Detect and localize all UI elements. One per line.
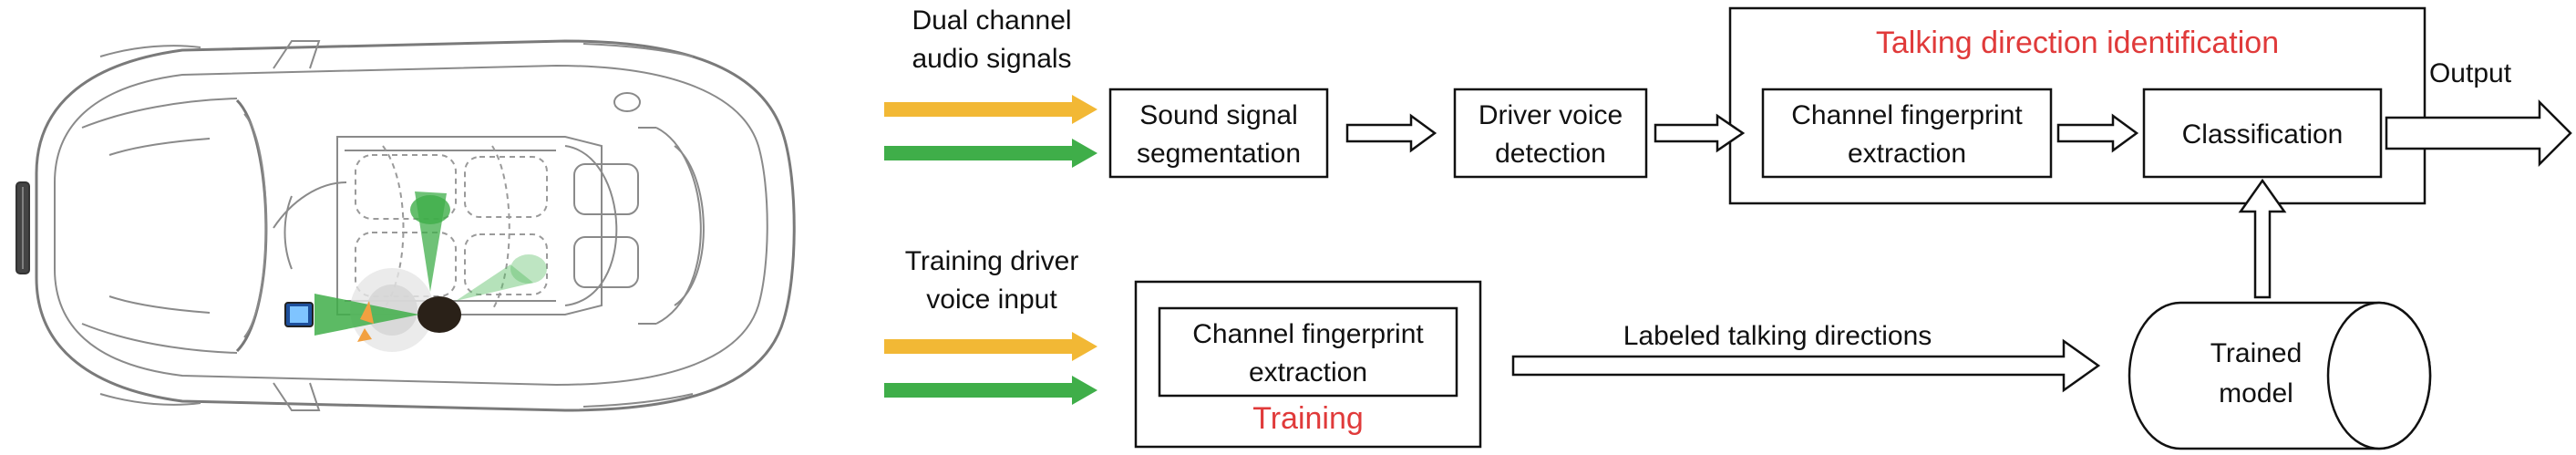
training-fingerprint-box <box>1158 306 1458 398</box>
labeled-directions-label: Labeled talking directions <box>1623 321 1932 351</box>
arrow-output <box>2385 98 2572 168</box>
trained-model-cylinder <box>2128 301 2432 450</box>
model-label-line1: Trained <box>2210 338 2303 368</box>
talking-direction-title: Talking direction identification <box>1876 26 2279 60</box>
fingerprint-label-line2: extraction <box>1848 139 1966 169</box>
training-input-label-line1: Training driver <box>905 246 1079 276</box>
arrow-detection-to-fingerprint <box>1654 113 1746 153</box>
channel-fingerprint-box <box>1761 88 2053 179</box>
arrow-fingerprint-to-classification <box>2056 113 2139 153</box>
arrow-labeled-directions <box>1511 338 2101 393</box>
smartphone-icon <box>284 302 314 327</box>
dual-channel-input-arrows <box>884 95 1097 168</box>
car-illustration <box>15 39 796 412</box>
arrow-segmentation-to-detection <box>1345 113 1437 153</box>
dual-channel-label-line1: Dual channel <box>912 5 1071 36</box>
classification-label: Classification <box>2182 119 2344 150</box>
training-input-arrows <box>884 332 1097 405</box>
segmentation-label-line2: segmentation <box>1137 139 1301 169</box>
output-label: Output <box>2429 58 2512 88</box>
training-fingerprint-label-line2: extraction <box>1249 357 1367 388</box>
classification-box <box>2142 88 2383 179</box>
driver-voice-detection-box <box>1453 88 1648 179</box>
training-fingerprint-label-line1: Channel fingerprint <box>1192 319 1424 349</box>
segmentation-label-line1: Sound signal <box>1139 100 1297 130</box>
training-input-label-line2: voice input <box>926 284 1057 315</box>
sound-segmentation-box <box>1108 88 1329 179</box>
detection-label-line1: Driver voice <box>1479 100 1623 130</box>
fingerprint-label-line1: Channel fingerprint <box>1791 100 2023 130</box>
voice-direction-cones <box>314 191 547 342</box>
dual-channel-label-line2: audio signals <box>912 44 1071 74</box>
arrow-model-to-classification <box>2238 178 2287 299</box>
detection-label-line2: detection <box>1495 139 1606 169</box>
model-label-line2: model <box>2219 378 2293 408</box>
training-title: Training <box>1252 401 1364 436</box>
